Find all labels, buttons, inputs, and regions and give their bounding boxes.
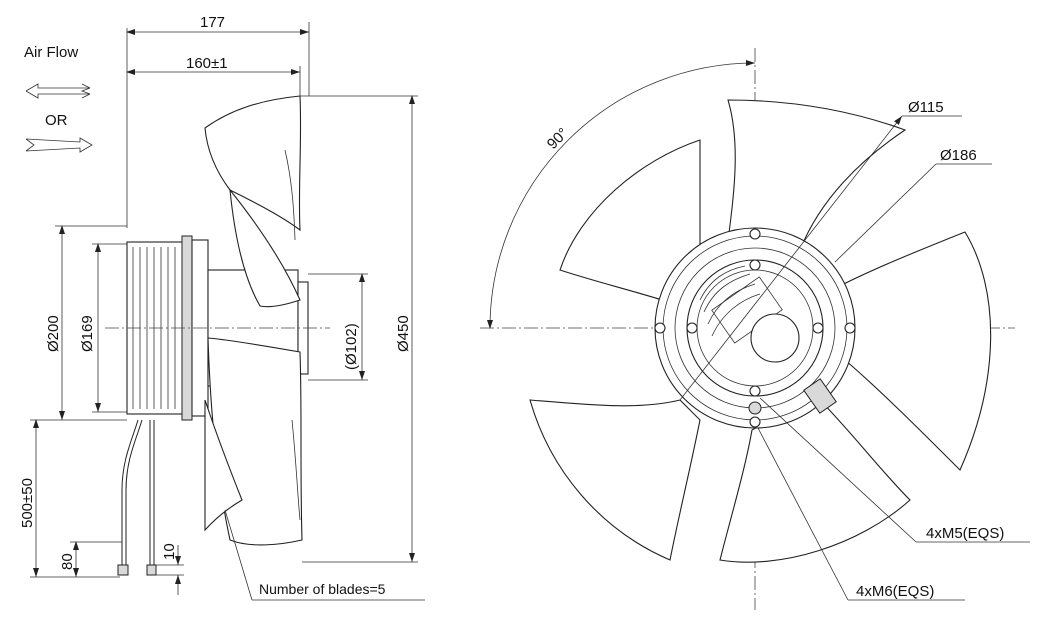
dim-motor-inner-dia-label: Ø169 <box>79 315 96 352</box>
dim-hub-dia: (Ø102) <box>308 273 368 381</box>
cables <box>117 419 157 576</box>
thread-m5-label: 4xM5(EQS) <box>926 525 1004 542</box>
blades-note-label: Number of blades=5 <box>259 581 386 597</box>
dim-hub-dia-label: (Ø102) <box>343 323 360 370</box>
front-view: 90° <box>480 48 1030 610</box>
fan-blades-front <box>529 99 992 563</box>
air-flow-indicator: Air Flow OR <box>24 44 93 153</box>
thread-m5: 4xM5(EQS) <box>759 397 1030 543</box>
side-view: Air Flow OR 177 160±1 <box>19 14 425 601</box>
air-flow-right-arrow-icon <box>25 137 93 153</box>
dim-cable-length-label: 500±50 <box>19 478 36 528</box>
blades-note: Number of blades=5 <box>224 509 425 601</box>
dim-fan-dia-label: Ø450 <box>395 315 412 352</box>
dim-depth: 160±1 <box>126 55 301 96</box>
dim-angle-label: 90° <box>544 125 572 153</box>
fan-blades-side <box>204 95 303 546</box>
thread-m6: 4xM6(EQS) <box>757 427 965 601</box>
dim-strip-10-label: 10 <box>161 543 178 560</box>
dim-overall-depth-label: 177 <box>200 14 225 31</box>
dim-motor-dia-label: Ø200 <box>45 315 62 352</box>
hub <box>654 227 856 429</box>
dim-overall-depth: 177 <box>126 14 310 228</box>
dim-strip-10: 10 <box>156 543 184 595</box>
or-label: OR <box>45 112 68 129</box>
air-flow-label: Air Flow <box>24 44 78 61</box>
dim-pcd-115: Ø115 <box>679 99 962 401</box>
thread-m6-label: 4xM6(EQS) <box>856 583 934 600</box>
cable-gland <box>803 378 837 414</box>
dim-fan-dia: Ø450 <box>300 95 418 563</box>
dim-strip-80: 80 <box>59 541 122 577</box>
mounting-holes <box>654 228 856 428</box>
dim-pcd-186: Ø186 <box>834 147 992 263</box>
air-flow-left-arrow-icon <box>25 83 91 99</box>
dim-depth-label: 160±1 <box>186 55 228 72</box>
dim-motor-dia: Ø200 <box>45 225 127 421</box>
dim-cable-length: 500±50 <box>19 419 120 578</box>
dim-pcd-186-label: Ø186 <box>940 147 977 164</box>
dim-pcd-115-label: Ø115 <box>908 99 944 116</box>
dim-motor-inner-dia: Ø169 <box>79 243 127 413</box>
dim-strip-80-label: 80 <box>59 553 76 570</box>
